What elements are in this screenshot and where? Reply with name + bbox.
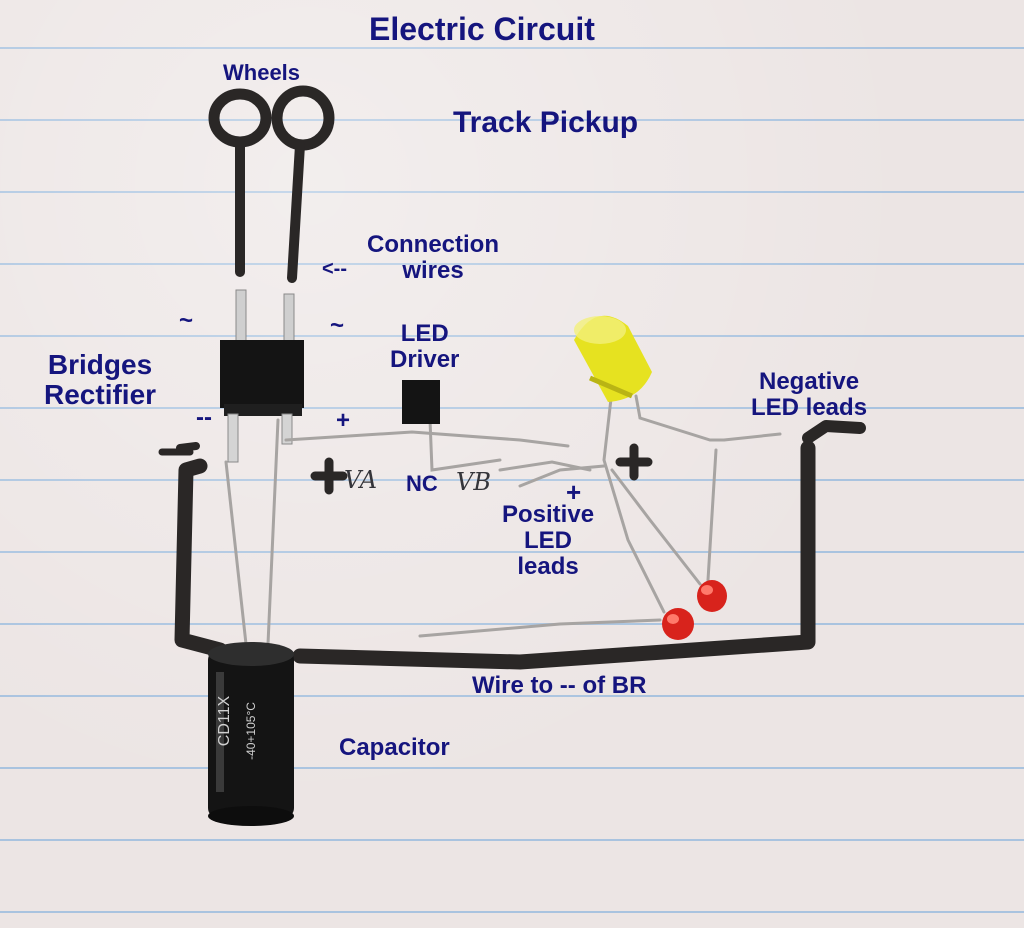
arrow-left-label: <-- xyxy=(322,258,347,280)
title-label: Electric Circuit xyxy=(369,11,595,47)
br-minus-label: -- xyxy=(196,404,212,431)
negative-led-leads-label: Negative LED leads xyxy=(751,369,867,421)
positive-led-leads-label: Positive LED leads xyxy=(502,502,594,580)
handwritten-vb: VB xyxy=(456,468,491,496)
red-leds xyxy=(662,580,727,640)
track-pickup-label: Track Pickup xyxy=(453,106,639,139)
led-driver-line-2: Driver xyxy=(390,345,460,373)
bridges-rectifier-line-2: Rectifier xyxy=(44,379,157,411)
wheels-drawing xyxy=(208,85,335,283)
positive-plus-label: + xyxy=(566,477,582,507)
capacitor-label: Capacitor xyxy=(339,734,450,761)
wire-to-br-label: Wire to -- of BR xyxy=(472,672,647,699)
negative-led-leads-line-2: LED leads xyxy=(751,393,868,421)
connection-wires-label: Connection wires xyxy=(367,232,499,284)
wheels-label: Wheels xyxy=(223,60,301,85)
ac-tilde-left-label: ~ xyxy=(179,307,194,334)
positive-led-leads-line-2: LED xyxy=(524,526,573,554)
capacitor-body xyxy=(208,642,294,826)
negative-led-leads-line-1: Negative xyxy=(759,368,860,395)
positive-led-leads-line-3: leads xyxy=(517,552,579,580)
driver-nc-label: NC xyxy=(406,471,438,496)
led-driver-label: LED Driver xyxy=(390,321,459,373)
component-leads xyxy=(224,388,782,646)
bridges-rectifier-label: Bridges Rectifier xyxy=(44,349,157,411)
capacitor-print: CD11X xyxy=(216,695,234,747)
positive-led-leads-line-1: Positive xyxy=(502,501,595,528)
connection-wires-line-1: Connection xyxy=(367,231,499,258)
marker-plus-signs xyxy=(310,443,653,495)
br-plus-label: + xyxy=(336,407,351,434)
marker-wire xyxy=(158,420,866,670)
led-driver-line-1: LED xyxy=(400,320,449,347)
connection-wires-line-2: wires xyxy=(402,256,464,284)
bridge-rectifier xyxy=(220,289,304,463)
led-driver-chip xyxy=(402,380,440,424)
yellow-led xyxy=(574,315,652,402)
capacitor-rating: -40+105°C xyxy=(243,702,258,760)
bridges-rectifier-line-1: Bridges xyxy=(47,349,153,380)
handwritten-va: VA xyxy=(344,466,378,494)
ac-tilde-right-label: ~ xyxy=(330,312,345,339)
